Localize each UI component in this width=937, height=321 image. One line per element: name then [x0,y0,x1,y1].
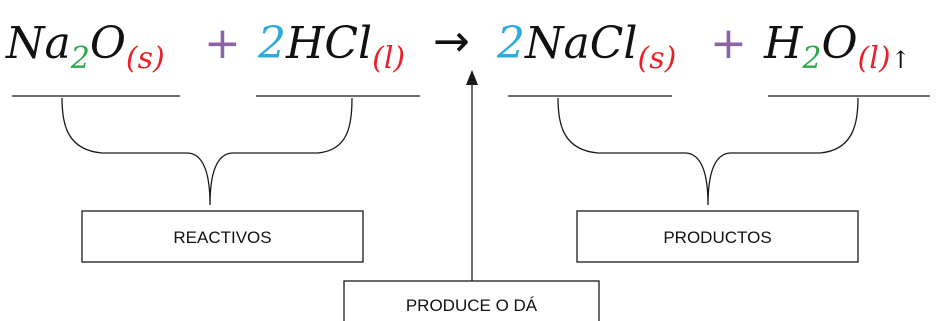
reactant1-symbol-na: Na [5,18,71,69]
products-label: PRODUCTOS [663,228,771,247]
product1-coefficient: 2 [496,18,525,69]
product2-symbol-h: H [763,18,804,69]
reactant-na2o: Na2O(s) [5,18,165,76]
product1-state: (s) [637,41,676,76]
produces-arrow-head-icon [466,70,478,85]
product2-symbol-o: O [821,18,857,69]
produces-box: PRODUCE O DÁ [343,280,600,321]
reactant1-symbol-o: O [90,18,126,69]
produces-box-frame [343,280,600,321]
product1-formula: NaCl [524,18,637,69]
product-nacl: 2NaCl(s) [496,18,676,76]
product-h2o: H2O(l)↑ [763,18,911,76]
products-brace [557,97,859,206]
products-box: PRODUCTOS [576,210,859,263]
products-box-frame [576,210,859,263]
reactants-label: REACTIVOS [173,228,271,247]
reactants-box-frame [81,210,364,263]
reactant2-formula: HCl [285,18,372,69]
reactants-box: REACTIVOS [81,210,364,263]
reactant2-state: (l) [372,41,405,76]
reactant2-coefficient: 2 [257,18,286,69]
reactant-hcl: 2HCl(l) [257,18,405,76]
reaction-arrow: → [433,16,470,67]
reactant1-subscript: 2 [70,41,90,76]
produces-label: PRODUCE O DÁ [406,296,538,315]
gas-release-arrow-icon: ↑ [891,46,911,74]
reactants-brace [61,97,353,206]
reactant1-state: (s) [126,41,165,76]
produces-pointer-arrow [466,70,478,281]
plus-sign-2: + [710,18,747,69]
chemical-equation: Na2O(s) + 2HCl(l) → 2NaCl(s) + H2O(l)↑ [5,16,911,76]
product2-subscript: 2 [801,41,821,76]
product2-state: (l) [858,41,891,76]
plus-sign-1: + [204,18,241,69]
